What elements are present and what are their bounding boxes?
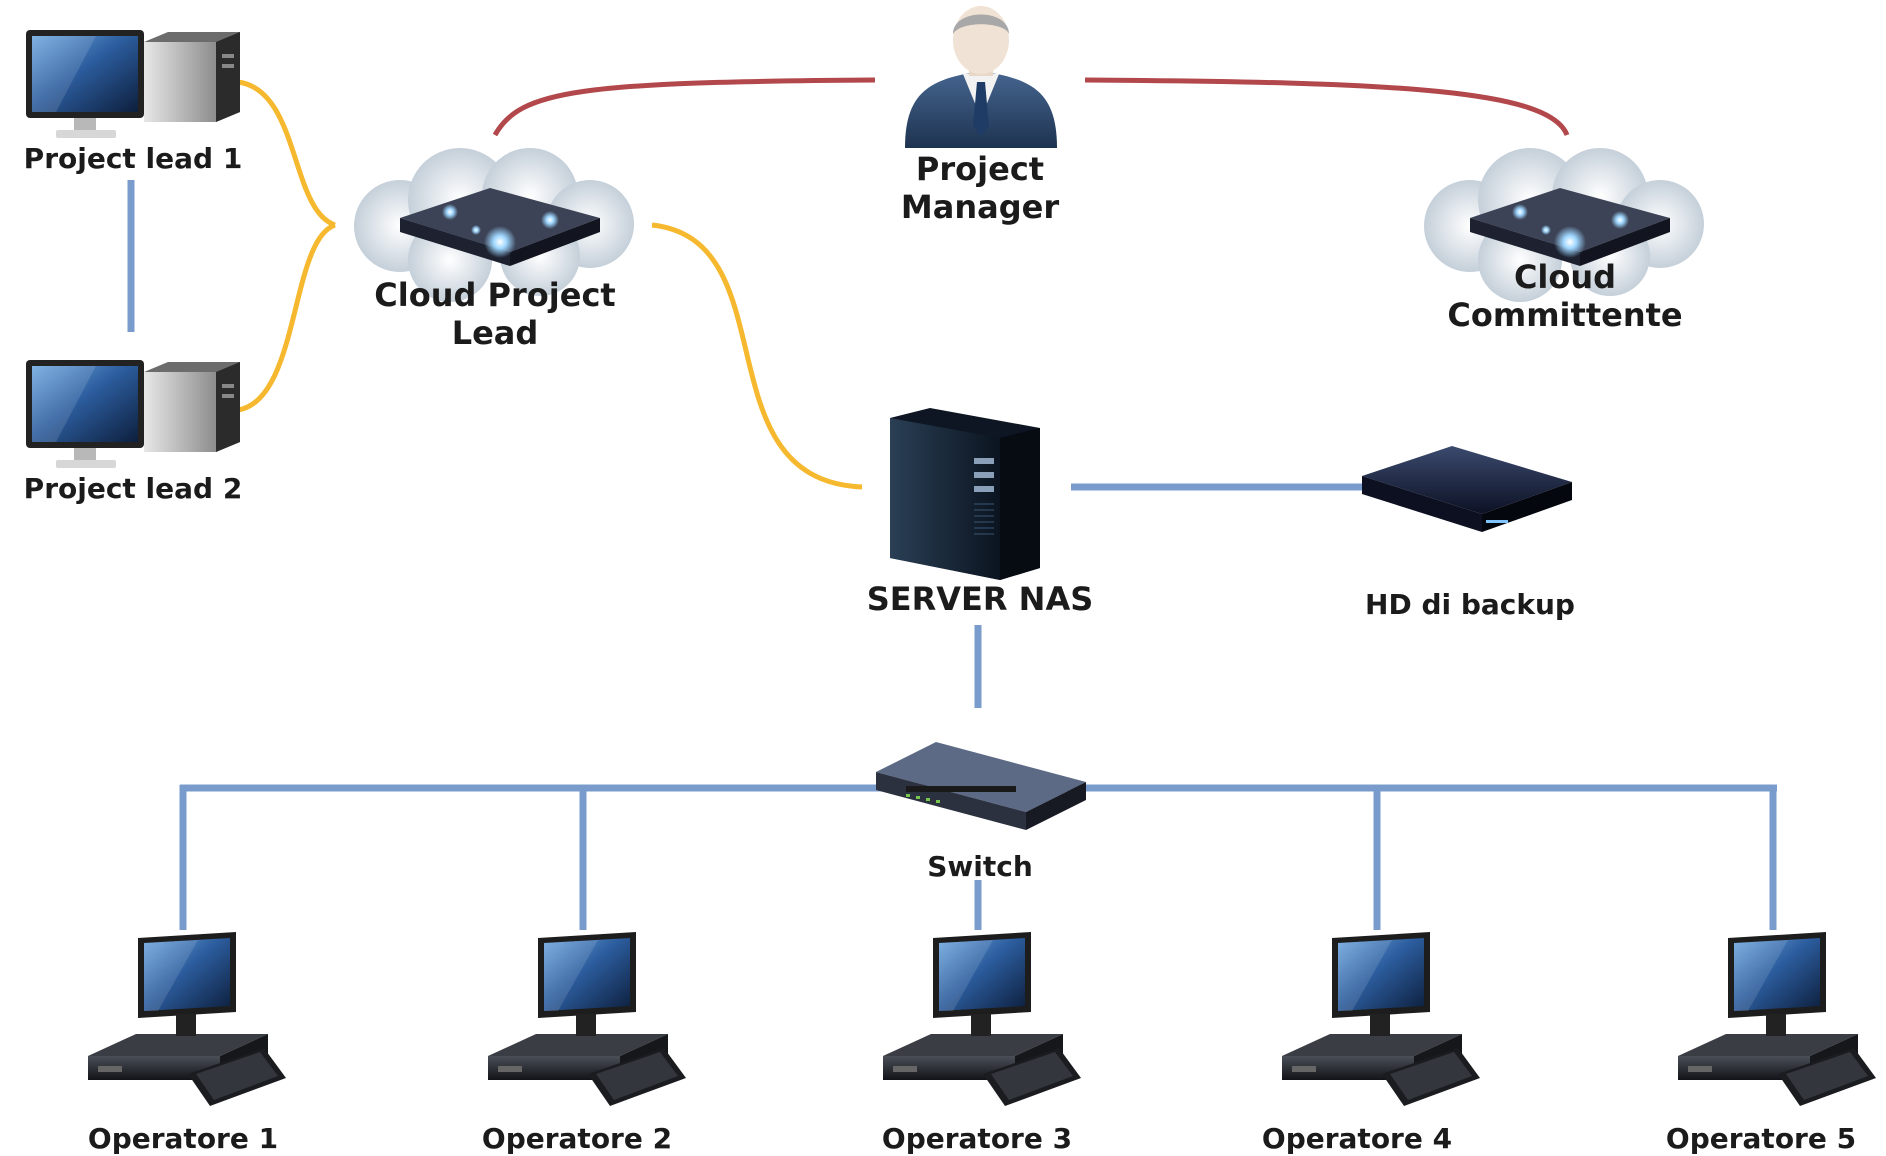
label-project-lead-1: Project lead 1 [23,142,243,175]
label-cloud-committente-line2: Committente [1447,296,1683,335]
label-operatore-4: Operatore 4 [1261,1122,1453,1155]
label-cloud-project-lead-line1: Cloud Project [374,276,616,314]
label-cloud-committente: Cloud Committente [1400,258,1730,335]
link-manager-cloud-lead [492,77,876,137]
label-hd-backup: HD di backup [1365,588,1575,621]
link-cloud-server [651,222,863,490]
businessman-icon [905,6,1057,148]
desktop-tower-icon [26,30,240,138]
label-cloud-committente-line1: Cloud [1513,258,1617,296]
label-operatore-3: Operatore 3 [881,1122,1073,1155]
label-project-manager-line2: Manager [900,188,1060,227]
workstation-icon [1282,932,1480,1106]
label-cloud-project-lead-line2: Lead [451,314,539,353]
label-operatore-2: Operatore 2 [481,1122,673,1155]
link-manager-cloud-committente [1084,77,1570,137]
external-hard-drive-icon [1362,446,1572,532]
workstation-icon [488,932,686,1106]
link-pl2-cloud [237,222,337,413]
label-switch: Switch [927,850,1033,883]
desktop-tower-icon [26,360,240,468]
label-project-manager-line1: Project [915,150,1045,188]
label-cloud-project-lead: Cloud Project Lead [340,276,650,353]
workstation-icon [88,932,286,1106]
label-operatore-1: Operatore 1 [87,1122,279,1155]
link-pl1-cloud [237,79,337,228]
network-switch-icon [876,742,1086,830]
label-project-lead-2: Project lead 2 [23,472,243,505]
workstation-icon [1678,932,1876,1106]
server-tower-icon [890,408,1040,580]
label-project-manager: Project Manager [855,150,1105,227]
workstation-icon [883,932,1081,1106]
label-server-nas: SERVER NAS [866,580,1094,618]
label-operatore-5: Operatore 5 [1665,1122,1857,1155]
